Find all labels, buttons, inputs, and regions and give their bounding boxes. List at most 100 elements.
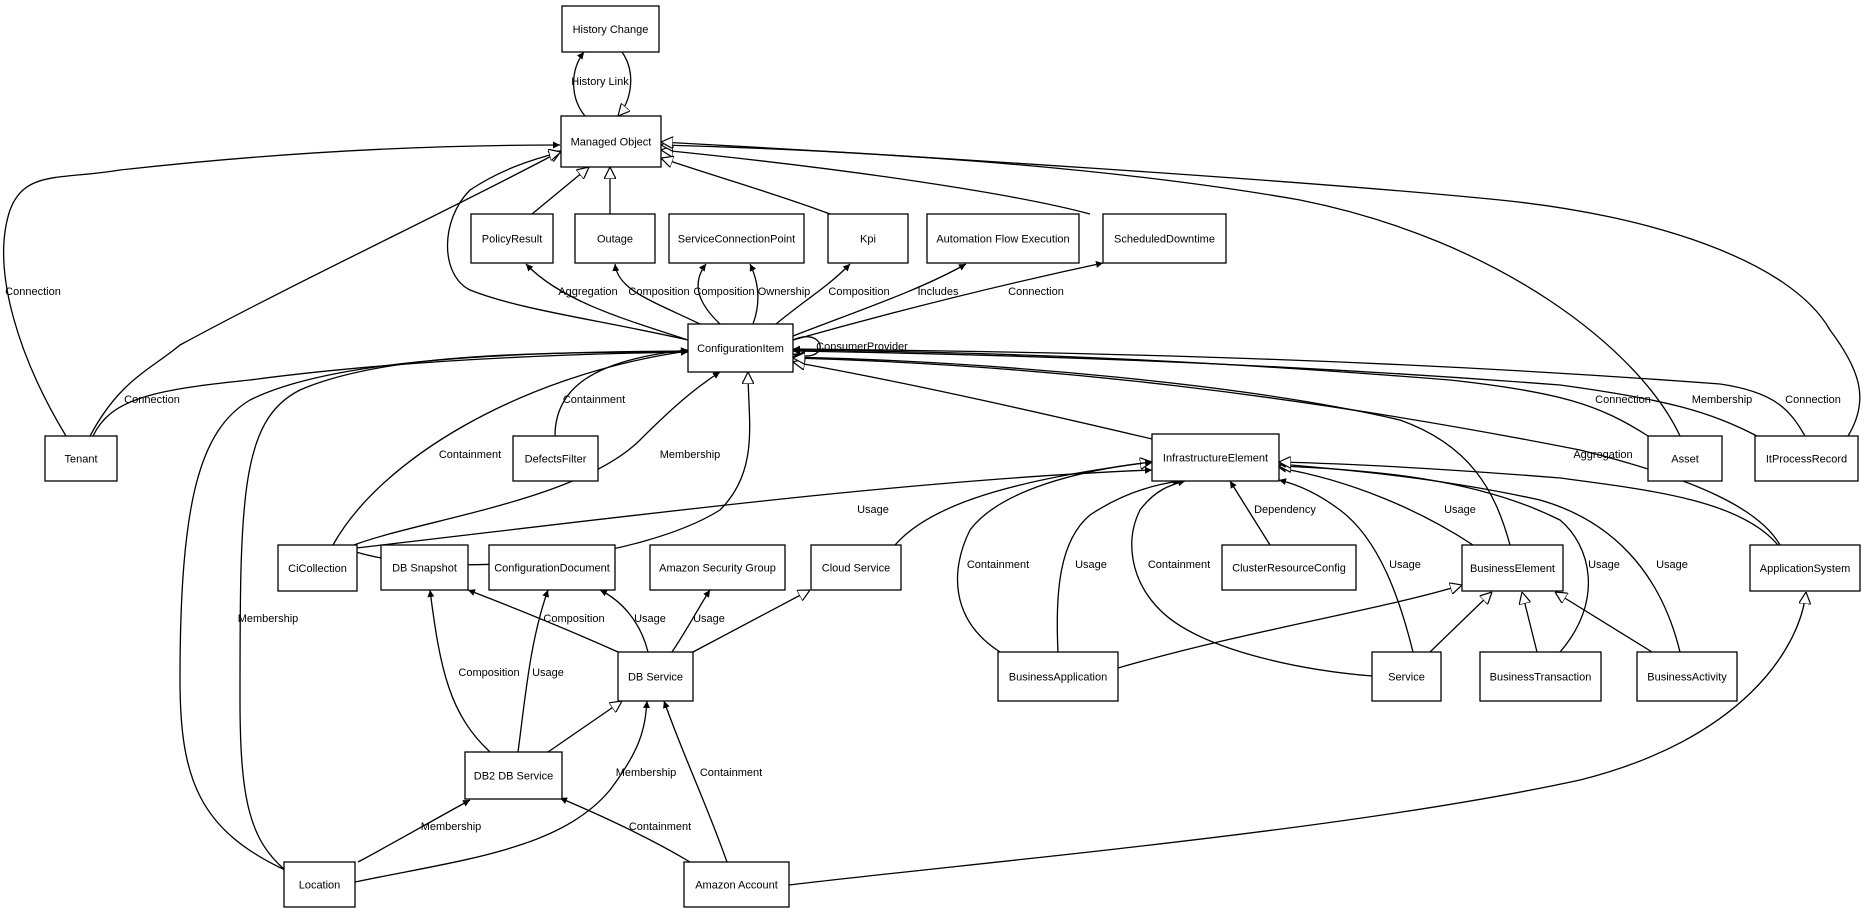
node-box[interactable]: [1221, 544, 1357, 591]
node-label: ClusterResourceConfig: [1232, 563, 1346, 575]
node-label: Amazon Security Group: [659, 563, 776, 575]
edge-dbs-cdoc: [599, 589, 649, 653]
node-box[interactable]: [1102, 213, 1227, 264]
node-box[interactable]: [380, 544, 469, 591]
node-tenant[interactable]: Tenant: [44, 435, 118, 482]
edge-label: Dependency: [1254, 504, 1316, 516]
node-box[interactable]: [1371, 651, 1442, 702]
node-policy-result[interactable]: PolicyResult: [470, 213, 554, 264]
node-business-element[interactable]: BusinessElement: [1461, 544, 1564, 592]
edge-location-ci-b: [239, 348, 689, 871]
edge-label: Includes: [918, 286, 959, 298]
edge-label: Composition: [543, 613, 604, 625]
node-outage[interactable]: Outage: [574, 213, 656, 264]
node-kpi[interactable]: Kpi: [827, 213, 909, 264]
edge-label: Containment: [700, 767, 762, 779]
node-history-change[interactable]: History Change: [561, 5, 660, 53]
edge-appsys-ci-agg: [793, 358, 1781, 546]
edge-ci-outage: [612, 263, 701, 325]
node-box[interactable]: [464, 751, 563, 800]
node-box[interactable]: [1754, 435, 1859, 482]
node-box[interactable]: [283, 861, 356, 908]
node-box[interactable]: [574, 213, 656, 264]
node-db-service[interactable]: DB Service: [617, 651, 694, 702]
edge-ba-ie-usage: [1056, 478, 1181, 653]
node-managed-object[interactable]: Managed Object: [560, 115, 662, 168]
node-box[interactable]: [1636, 651, 1738, 702]
edge-label: Containment: [967, 559, 1029, 571]
node-cluster-resource-config[interactable]: ClusterResourceConfig: [1221, 544, 1357, 591]
node-business-application[interactable]: BusinessApplication: [997, 651, 1119, 702]
node-box[interactable]: [470, 213, 554, 264]
edge-asset-managed-object: [661, 145, 1681, 437]
node-label: Outage: [597, 234, 633, 246]
node-label: Tenant: [64, 454, 97, 466]
node-box[interactable]: [1151, 433, 1280, 482]
node-label: CiCollection: [288, 563, 347, 575]
node-asset[interactable]: Asset: [1647, 435, 1723, 482]
edge-db2-cdoc: [517, 589, 549, 753]
node-box[interactable]: [617, 651, 694, 702]
edge-cicol-ie-usage: [355, 466, 1153, 549]
node-label: ConfigurationDocument: [494, 563, 610, 575]
edge-label: Usage: [1389, 559, 1421, 571]
node-box[interactable]: [561, 5, 660, 53]
node-box[interactable]: [683, 861, 790, 908]
node-label: Automation Flow Execution: [936, 234, 1069, 246]
node-application-system[interactable]: ApplicationSystem: [1749, 544, 1861, 592]
node-box[interactable]: [1479, 651, 1602, 702]
node-db-snapshot[interactable]: DB Snapshot: [380, 544, 469, 591]
node-box[interactable]: [687, 323, 794, 373]
edge-tenant-ci: [92, 348, 689, 437]
node-label: DB Service: [628, 672, 683, 684]
node-box[interactable]: [926, 213, 1080, 264]
node-amazon-account[interactable]: Amazon Account: [683, 861, 790, 908]
node-ci-collection[interactable]: CiCollection: [277, 544, 358, 592]
edge-label: Usage: [1444, 504, 1476, 516]
node-configuration-document[interactable]: ConfigurationDocument: [488, 544, 616, 591]
edge-label: Usage: [693, 613, 725, 625]
node-service[interactable]: Service: [1371, 651, 1442, 702]
node-business-transaction[interactable]: BusinessTransaction: [1479, 651, 1602, 702]
edge-label: Aggregation: [558, 286, 617, 298]
node-label: ApplicationSystem: [1760, 563, 1851, 575]
node-defects-filter[interactable]: DefectsFilter: [512, 435, 599, 482]
node-box[interactable]: [649, 544, 786, 591]
node-box[interactable]: [44, 435, 118, 482]
node-configuration-item[interactable]: ConfigurationItem: [687, 323, 794, 373]
node-box[interactable]: [997, 651, 1119, 702]
edge-label: Composition: [628, 286, 689, 298]
node-box[interactable]: [512, 435, 599, 482]
node-infrastructure-element[interactable]: InfrastructureElement: [1151, 433, 1280, 482]
edge-labels-layer: History LinkConnectionConnectionAggregat…: [5, 76, 1841, 833]
edge-acct-dbs: [663, 700, 728, 863]
node-box[interactable]: [1461, 544, 1564, 592]
node-label: Service: [1388, 672, 1425, 684]
node-it-process-record[interactable]: ItProcessRecord: [1754, 435, 1859, 482]
node-box[interactable]: [1749, 544, 1861, 592]
node-box[interactable]: [560, 115, 662, 168]
node-automation-flow-execution[interactable]: Automation Flow Execution: [926, 213, 1080, 264]
edge-label: Containment: [629, 821, 691, 833]
node-cloud-service[interactable]: Cloud Service: [810, 544, 902, 591]
node-location[interactable]: Location: [283, 861, 356, 908]
edge-svc-be-gen: [1429, 592, 1492, 653]
node-box[interactable]: [668, 213, 805, 264]
edge-label: Membership: [238, 613, 299, 625]
node-db2-db-service[interactable]: DB2 DB Service: [464, 751, 563, 800]
node-service-connection-point[interactable]: ServiceConnectionPoint: [668, 213, 805, 264]
node-box[interactable]: [277, 544, 358, 592]
edge-label: Membership: [660, 449, 721, 461]
edge-label: Containment: [439, 449, 501, 461]
node-label: DB2 DB Service: [474, 771, 553, 783]
node-business-activity[interactable]: BusinessActivity: [1636, 651, 1738, 702]
edge-bact-be-gen: [1555, 592, 1653, 653]
node-box[interactable]: [488, 544, 616, 591]
node-box[interactable]: [810, 544, 902, 591]
node-box[interactable]: [827, 213, 909, 264]
node-amazon-security-group[interactable]: Amazon Security Group: [649, 544, 786, 591]
node-scheduled-downtime[interactable]: ScheduledDowntime: [1102, 213, 1227, 264]
node-box[interactable]: [1647, 435, 1723, 482]
